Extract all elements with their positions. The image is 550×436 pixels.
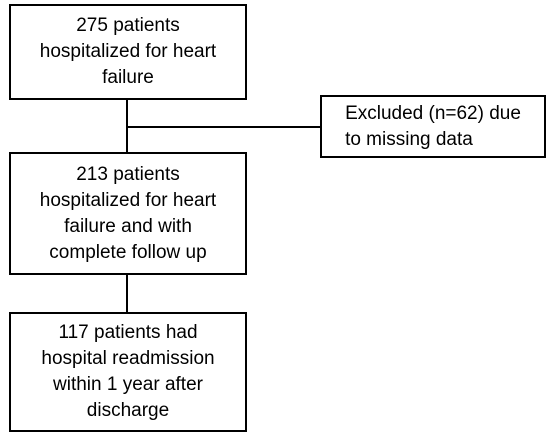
box-initial-patients-text: 275 patients hospitalized for heart fail… — [39, 15, 217, 88]
box-readmission-text: 117 patients had hospital readmission wi… — [41, 322, 215, 421]
box-excluded-patients: Excluded (n=62) due to missing data — [320, 95, 546, 158]
box-excluded-patients-text: Excluded (n=62) due to missing data — [345, 102, 521, 150]
box-readmission: 117 patients had hospital readmission wi… — [9, 312, 247, 432]
box-initial-patients: 275 patients hospitalized for heart fail… — [9, 4, 247, 100]
box-complete-follow-up: 213 patients hospitalized for heart fail… — [9, 152, 247, 275]
box-complete-follow-up-text: 213 patients hospitalized for heart fail… — [39, 163, 217, 263]
